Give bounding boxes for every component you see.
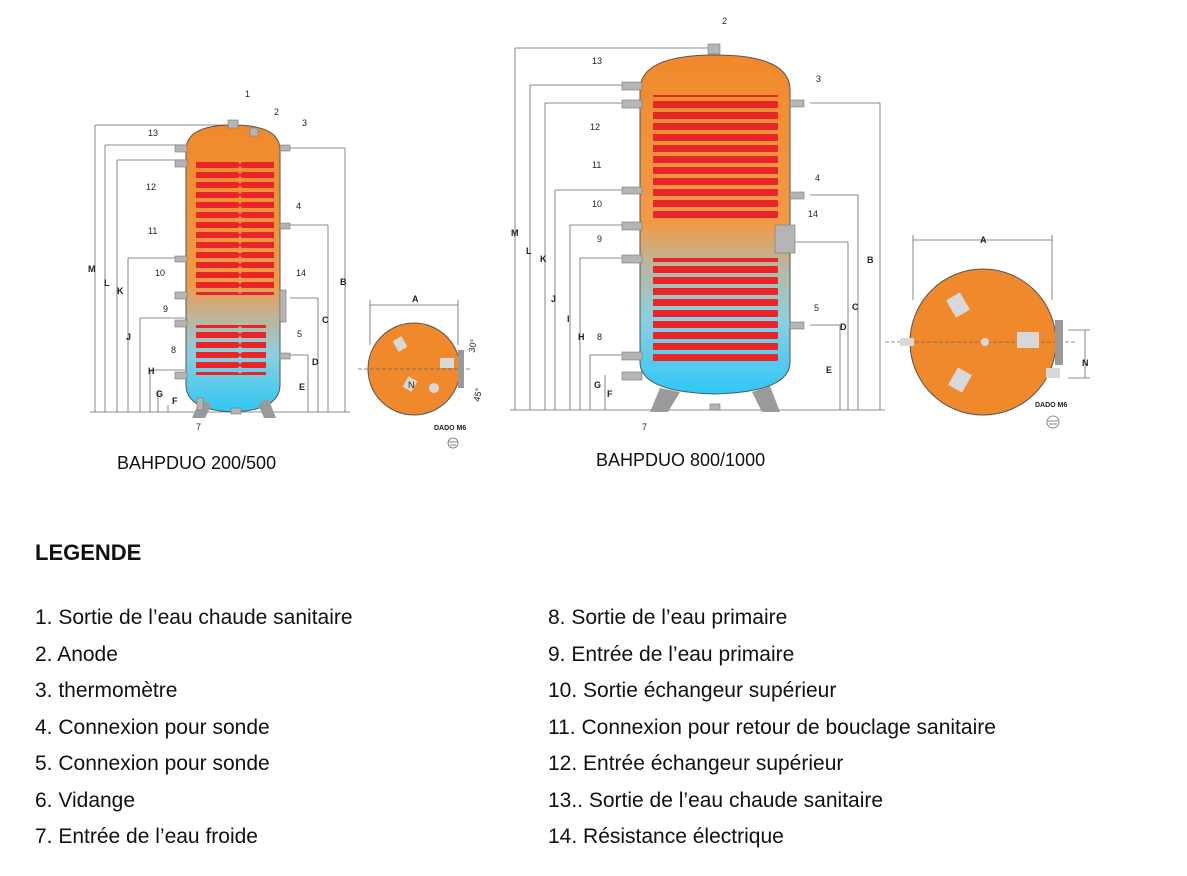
- small-tank-drawing: M L K J H G F B C D E 1 2 3 4 5 7 8 9 10…: [88, 89, 350, 432]
- svg-text:N: N: [1082, 358, 1089, 368]
- svg-text:30°: 30°: [467, 338, 479, 354]
- legend-item: 11. Connexion pour retour de bouclage sa…: [548, 715, 996, 739]
- svg-text:DADO M6: DADO M6: [1035, 402, 1067, 409]
- svg-text:L: L: [526, 246, 532, 256]
- svg-text:14: 14: [296, 268, 306, 278]
- svg-text:D: D: [840, 322, 847, 332]
- svg-text:10: 10: [155, 268, 165, 278]
- svg-text:N: N: [408, 380, 415, 390]
- legend-item: 10. Sortie échangeur supérieur: [548, 679, 837, 702]
- svg-text:D: D: [312, 357, 319, 367]
- svg-text:4: 4: [815, 173, 820, 183]
- legend-item: 9. Entrée de l’eau primaire: [548, 642, 795, 666]
- svg-text:C: C: [852, 302, 859, 312]
- svg-text:8: 8: [171, 345, 176, 355]
- large-number-labels: 2 3 4 5 7 8 9 10 11 12 13 14: [590, 16, 821, 432]
- svg-text:I: I: [567, 314, 570, 324]
- svg-text:13: 13: [592, 56, 602, 66]
- svg-text:14: 14: [808, 209, 818, 219]
- legend-item: 8. Sortie de l’eau primaire: [548, 606, 788, 629]
- svg-text:E: E: [826, 365, 832, 375]
- small-number-labels: 1 2 3 4 5 7 8 9 10 11 12 13 14: [146, 89, 307, 432]
- svg-text:F: F: [172, 396, 178, 406]
- legend-item: 13.. Sortie de l’eau chaude sanitaire: [548, 788, 884, 812]
- svg-text:9: 9: [163, 304, 168, 314]
- legend-item: 1. Sortie de l’eau chaude sanitaire: [35, 606, 353, 629]
- svg-text:C: C: [322, 315, 329, 325]
- legend-left-column: 1. Sortie de l’eau chaude sanitaire 2. A…: [35, 600, 353, 856]
- svg-text:H: H: [578, 332, 585, 342]
- svg-text:B: B: [867, 255, 874, 265]
- svg-text:5: 5: [814, 303, 819, 313]
- svg-text:K: K: [540, 254, 547, 264]
- model-caption-small: BAHPDUO 200/500: [117, 453, 277, 473]
- legend-item: 12. Entrée échangeur supérieur: [548, 752, 844, 775]
- svg-text:12: 12: [590, 122, 600, 132]
- small-dim-labels: M L K J H G F B C D E: [88, 264, 347, 406]
- svg-text:8: 8: [597, 332, 602, 342]
- legend-item: 2. Anode: [35, 642, 118, 666]
- svg-text:2: 2: [722, 16, 727, 26]
- large-tank-drawing: M L K J I H G F B C D E 2 3 4 5 7 8 9 10…: [510, 16, 885, 432]
- svg-text:45°: 45°: [472, 387, 484, 403]
- legend-item: 6. Vidange: [35, 788, 136, 812]
- large-dim-labels: M L K J I H G F B C D E: [511, 228, 874, 399]
- svg-text:7: 7: [642, 422, 647, 432]
- svg-text:9: 9: [597, 234, 602, 244]
- svg-text:10: 10: [592, 199, 602, 209]
- svg-text:11: 11: [592, 160, 601, 170]
- legend-item: 14. Résistance électrique: [548, 825, 784, 848]
- svg-text:E: E: [299, 382, 305, 392]
- legend-right-column: 8. Sortie de l’eau primaire 9. Entrée de…: [548, 600, 996, 856]
- svg-text:13: 13: [148, 128, 158, 138]
- svg-text:A: A: [980, 235, 987, 245]
- legend-item: 3. thermomètre: [35, 679, 178, 702]
- legend-item: 7. Entrée de l’eau froide: [35, 825, 258, 848]
- large-top-view: A N DADO M6: [885, 235, 1090, 429]
- legend-item: 5. Connexion pour sonde: [35, 752, 270, 775]
- svg-text:J: J: [126, 332, 131, 342]
- svg-text:B: B: [340, 277, 347, 287]
- model-caption-large: BAHPDUO 800/1000: [596, 450, 766, 470]
- svg-text:DADO M6: DADO M6: [434, 425, 466, 432]
- svg-text:7: 7: [196, 422, 201, 432]
- svg-text:2: 2: [274, 107, 279, 117]
- large-dimension-lines: [510, 47, 885, 411]
- svg-text:M: M: [511, 228, 519, 238]
- svg-text:G: G: [156, 389, 163, 399]
- technical-diagram: M L K J H G F B C D E 1 2 3 4 5 7 8 9 10…: [88, 16, 1090, 449]
- svg-text:L: L: [104, 278, 110, 288]
- small-dimension-lines: [90, 124, 350, 413]
- legend-title: LEGENDE: [35, 540, 142, 565]
- small-top-view: A 30° 45° N DADO M6: [358, 294, 484, 449]
- svg-text:3: 3: [816, 74, 821, 84]
- svg-text:K: K: [117, 286, 124, 296]
- svg-text:H: H: [148, 366, 155, 376]
- svg-text:3: 3: [302, 118, 307, 128]
- svg-text:M: M: [88, 264, 96, 274]
- svg-text:11: 11: [148, 226, 157, 236]
- svg-text:12: 12: [146, 182, 156, 192]
- svg-text:J: J: [551, 294, 556, 304]
- svg-text:1: 1: [245, 89, 250, 99]
- svg-text:4: 4: [296, 201, 301, 211]
- svg-text:G: G: [594, 380, 601, 390]
- svg-text:F: F: [607, 389, 613, 399]
- svg-text:A: A: [412, 294, 419, 304]
- legend-item: 4. Connexion pour sonde: [35, 715, 270, 739]
- svg-text:5: 5: [297, 329, 302, 339]
